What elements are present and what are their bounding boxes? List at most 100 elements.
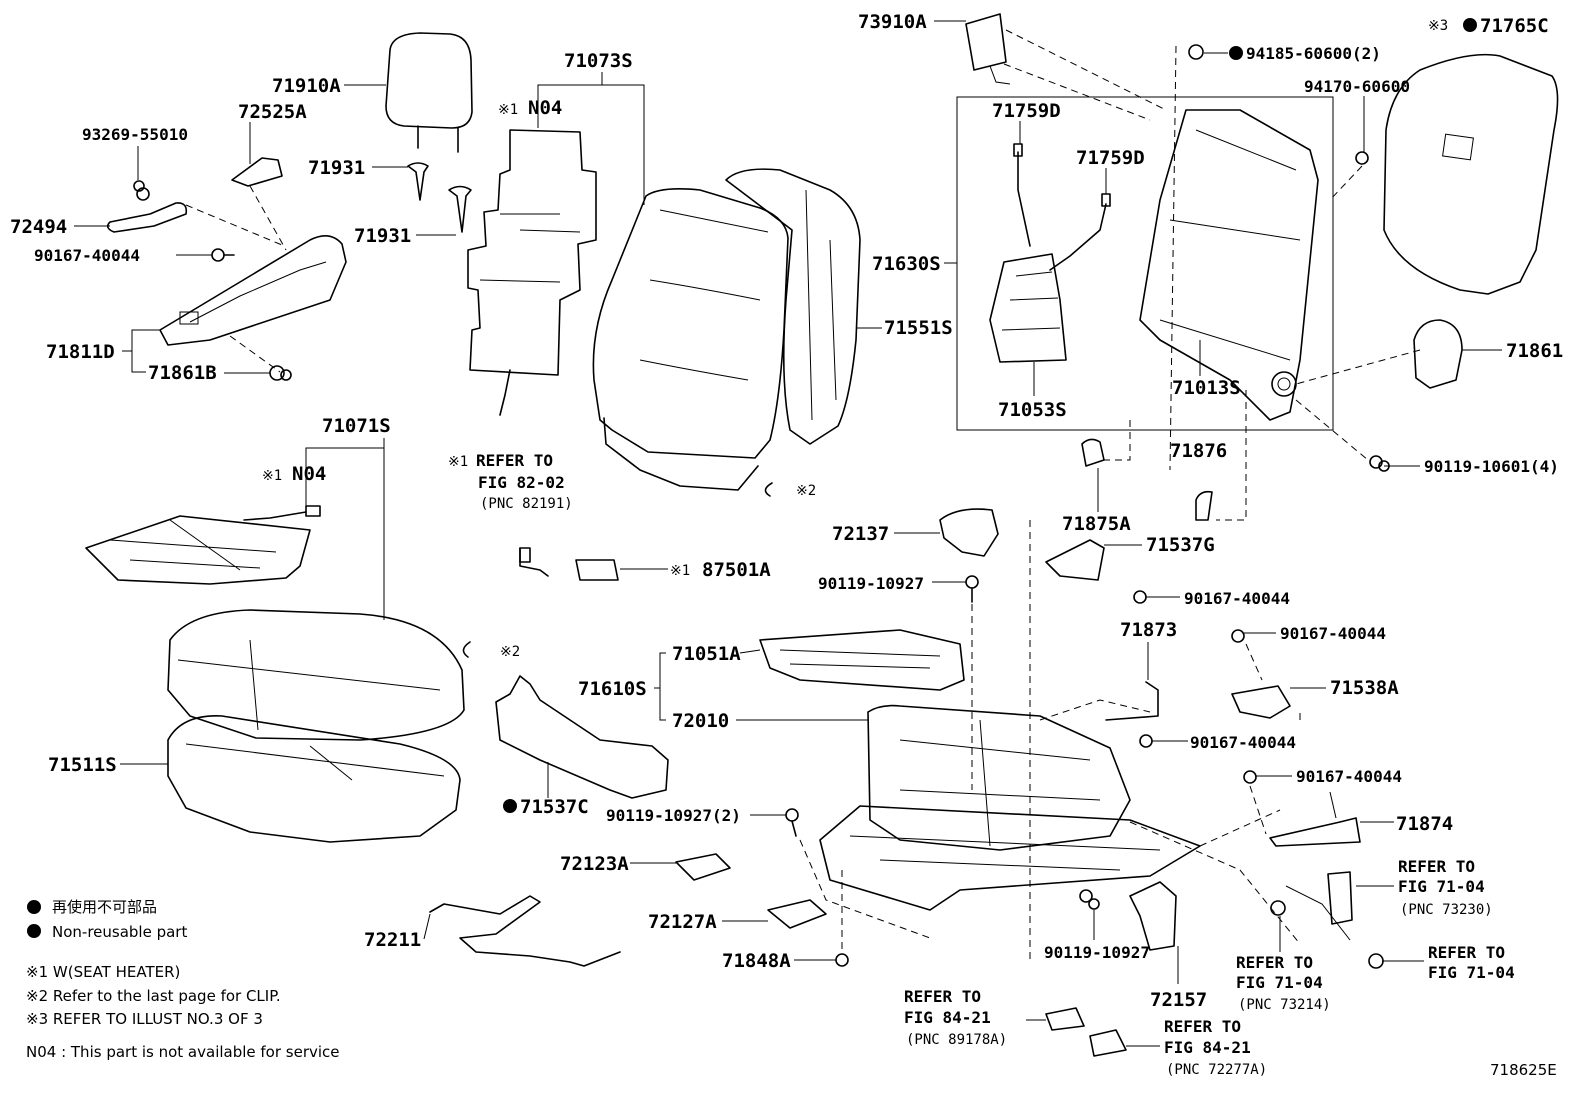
label-90167-40044-b: 90167-40044 — [1184, 589, 1290, 608]
label-71765C: 71765C — [1480, 15, 1549, 37]
non-reusable-dot-71537C — [503, 799, 517, 813]
label-72123A: 72123A — [560, 853, 629, 875]
label-ref8421b-line1: REFER TO — [1164, 1017, 1241, 1036]
figure-id: 718625E — [1490, 1061, 1557, 1079]
clip-c-b — [462, 641, 471, 658]
front-panel-71537C — [495, 675, 669, 799]
clip-c-a — [764, 482, 773, 497]
label-71876: 71876 — [1170, 440, 1227, 462]
cover-71537G — [1045, 539, 1105, 581]
switch-87501A — [575, 559, 619, 581]
label-72127A: 72127A — [648, 911, 717, 933]
label-71551S: 71551S — [884, 317, 953, 339]
back-board-71765C — [1383, 53, 1559, 295]
label-71610S: 71610S — [578, 678, 647, 700]
label-ref8421a-line1: REFER TO — [904, 987, 981, 1006]
label-71051A: 71051A — [672, 643, 741, 665]
label-71759D-b: 71759D — [1076, 147, 1145, 169]
non-reusable-dot-71765C — [1463, 18, 1477, 32]
label-71053S: 71053S — [998, 399, 1067, 421]
label-71875A: 71875A — [1062, 513, 1131, 535]
bolt-90119-4 — [1369, 455, 1390, 472]
label-ref8421b-line2: FIG 84-21 — [1164, 1038, 1251, 1057]
label-90119-10927-a: 90119-10927 — [818, 574, 924, 593]
cover-71538A — [1231, 685, 1291, 719]
label-refer82-line3: (PNC 82191) — [480, 496, 573, 512]
label-71861: 71861 — [1506, 340, 1563, 362]
knob-71861 — [1413, 319, 1463, 389]
legend-non-reusable-jp: 再使用不可部品 — [52, 898, 157, 916]
legend-dot-en — [27, 924, 41, 938]
label-71765C-mark: ※3 — [1428, 18, 1448, 34]
labels: 71910A 72525A 93269-55010 72494 90167-40… — [10, 11, 1563, 1078]
wire-71874 — [1269, 791, 1361, 847]
nut-94170 — [1355, 151, 1369, 165]
legend: 再使用不可部品 Non-reusable part ※1 W(SEAT HEAT… — [26, 898, 340, 1061]
cover-72137 — [939, 508, 999, 557]
heater-mat-back — [467, 129, 597, 416]
label-73910A: 73910A — [858, 11, 927, 33]
airbag-73910A — [965, 13, 1011, 85]
bracket-71875A — [1081, 438, 1105, 467]
label-71931-a: 71931 — [308, 157, 365, 179]
screw-90167-e — [1243, 770, 1257, 784]
label-71910A: 71910A — [272, 75, 341, 97]
side-cover-71811D — [159, 235, 347, 346]
label-71073S: 71073S — [564, 50, 633, 72]
seat-cushion-pad-71511S — [167, 715, 461, 843]
label-90167-40044-a: 90167-40044 — [34, 246, 140, 265]
leader-lines — [74, 20, 1502, 1047]
nut-94185 — [1188, 44, 1204, 60]
label-90167-40044-e: 90167-40044 — [1296, 767, 1402, 786]
label-72525A: 72525A — [238, 101, 307, 123]
label-ref7104a-line2: FIG 71-04 — [1398, 877, 1485, 896]
label-94170-60600: 94170-60600 — [1304, 77, 1410, 96]
headrest-71910A — [385, 32, 473, 153]
label-72494: 72494 — [10, 216, 67, 238]
label-ref8421a-line2: FIG 84-21 — [904, 1008, 991, 1027]
legend-note-1: ※1 W(SEAT HEATER) — [26, 963, 180, 981]
label-72211: 72211 — [364, 929, 421, 951]
assembly-lines — [185, 29, 1421, 960]
seat-back-pad-71551S — [725, 168, 861, 445]
label-refer82-mark: ※1 — [448, 454, 468, 470]
cover-72123A — [675, 853, 731, 881]
label-71538A: 71538A — [1330, 677, 1399, 699]
label-72137: 72137 — [832, 523, 889, 545]
label-71511S: 71511S — [48, 754, 117, 776]
label-71759D-a: 71759D — [992, 100, 1061, 122]
wire-harness-72211 — [429, 895, 621, 967]
part-73214 — [1270, 900, 1286, 916]
label-n04-back: N04 — [528, 97, 562, 119]
label-71630S: 71630S — [872, 253, 941, 275]
label-n04-seat: N04 — [292, 463, 326, 485]
label-ref7104a-line3: (PNC 73230) — [1400, 902, 1493, 918]
bolt-90119-927b — [1079, 889, 1100, 910]
heater-mat-seat — [85, 505, 321, 585]
headrest-guides-71931 — [407, 162, 472, 233]
non-reusable-dot-94185 — [1229, 46, 1243, 60]
cushion-frame-72010 — [867, 704, 1131, 851]
label-ref7104c-line1: REFER TO — [1428, 943, 1505, 962]
bolt-93269 — [133, 180, 150, 201]
label-71873: 71873 — [1120, 619, 1177, 641]
buckle-73230 — [1285, 871, 1353, 941]
label-refer82-line2: FIG 82-02 — [478, 473, 565, 492]
lumbar-71053S — [989, 253, 1067, 363]
label-72010: 72010 — [672, 710, 729, 732]
label-71013S: 71013S — [1172, 377, 1241, 399]
label-90119-10927-2: 90119-10927(2) — [606, 806, 741, 825]
label-71537G: 71537G — [1146, 534, 1215, 556]
label-72157: 72157 — [1150, 989, 1207, 1011]
frame-71013S — [1139, 109, 1319, 421]
screw-90167-b — [1133, 590, 1147, 604]
screw-ref-71-04 — [1368, 953, 1384, 969]
wire-82191 — [519, 547, 549, 577]
label-clip-note-a: ※2 — [796, 483, 816, 499]
label-90119-10927-b: 90119-10927 — [1044, 943, 1150, 962]
label-n04-back-mark: ※1 — [498, 102, 518, 118]
label-71931-b: 71931 — [354, 225, 411, 247]
label-71071S: 71071S — [322, 415, 391, 437]
seat-back-cover-71073S — [592, 188, 789, 491]
bolt-90119-927-2 — [785, 808, 799, 837]
